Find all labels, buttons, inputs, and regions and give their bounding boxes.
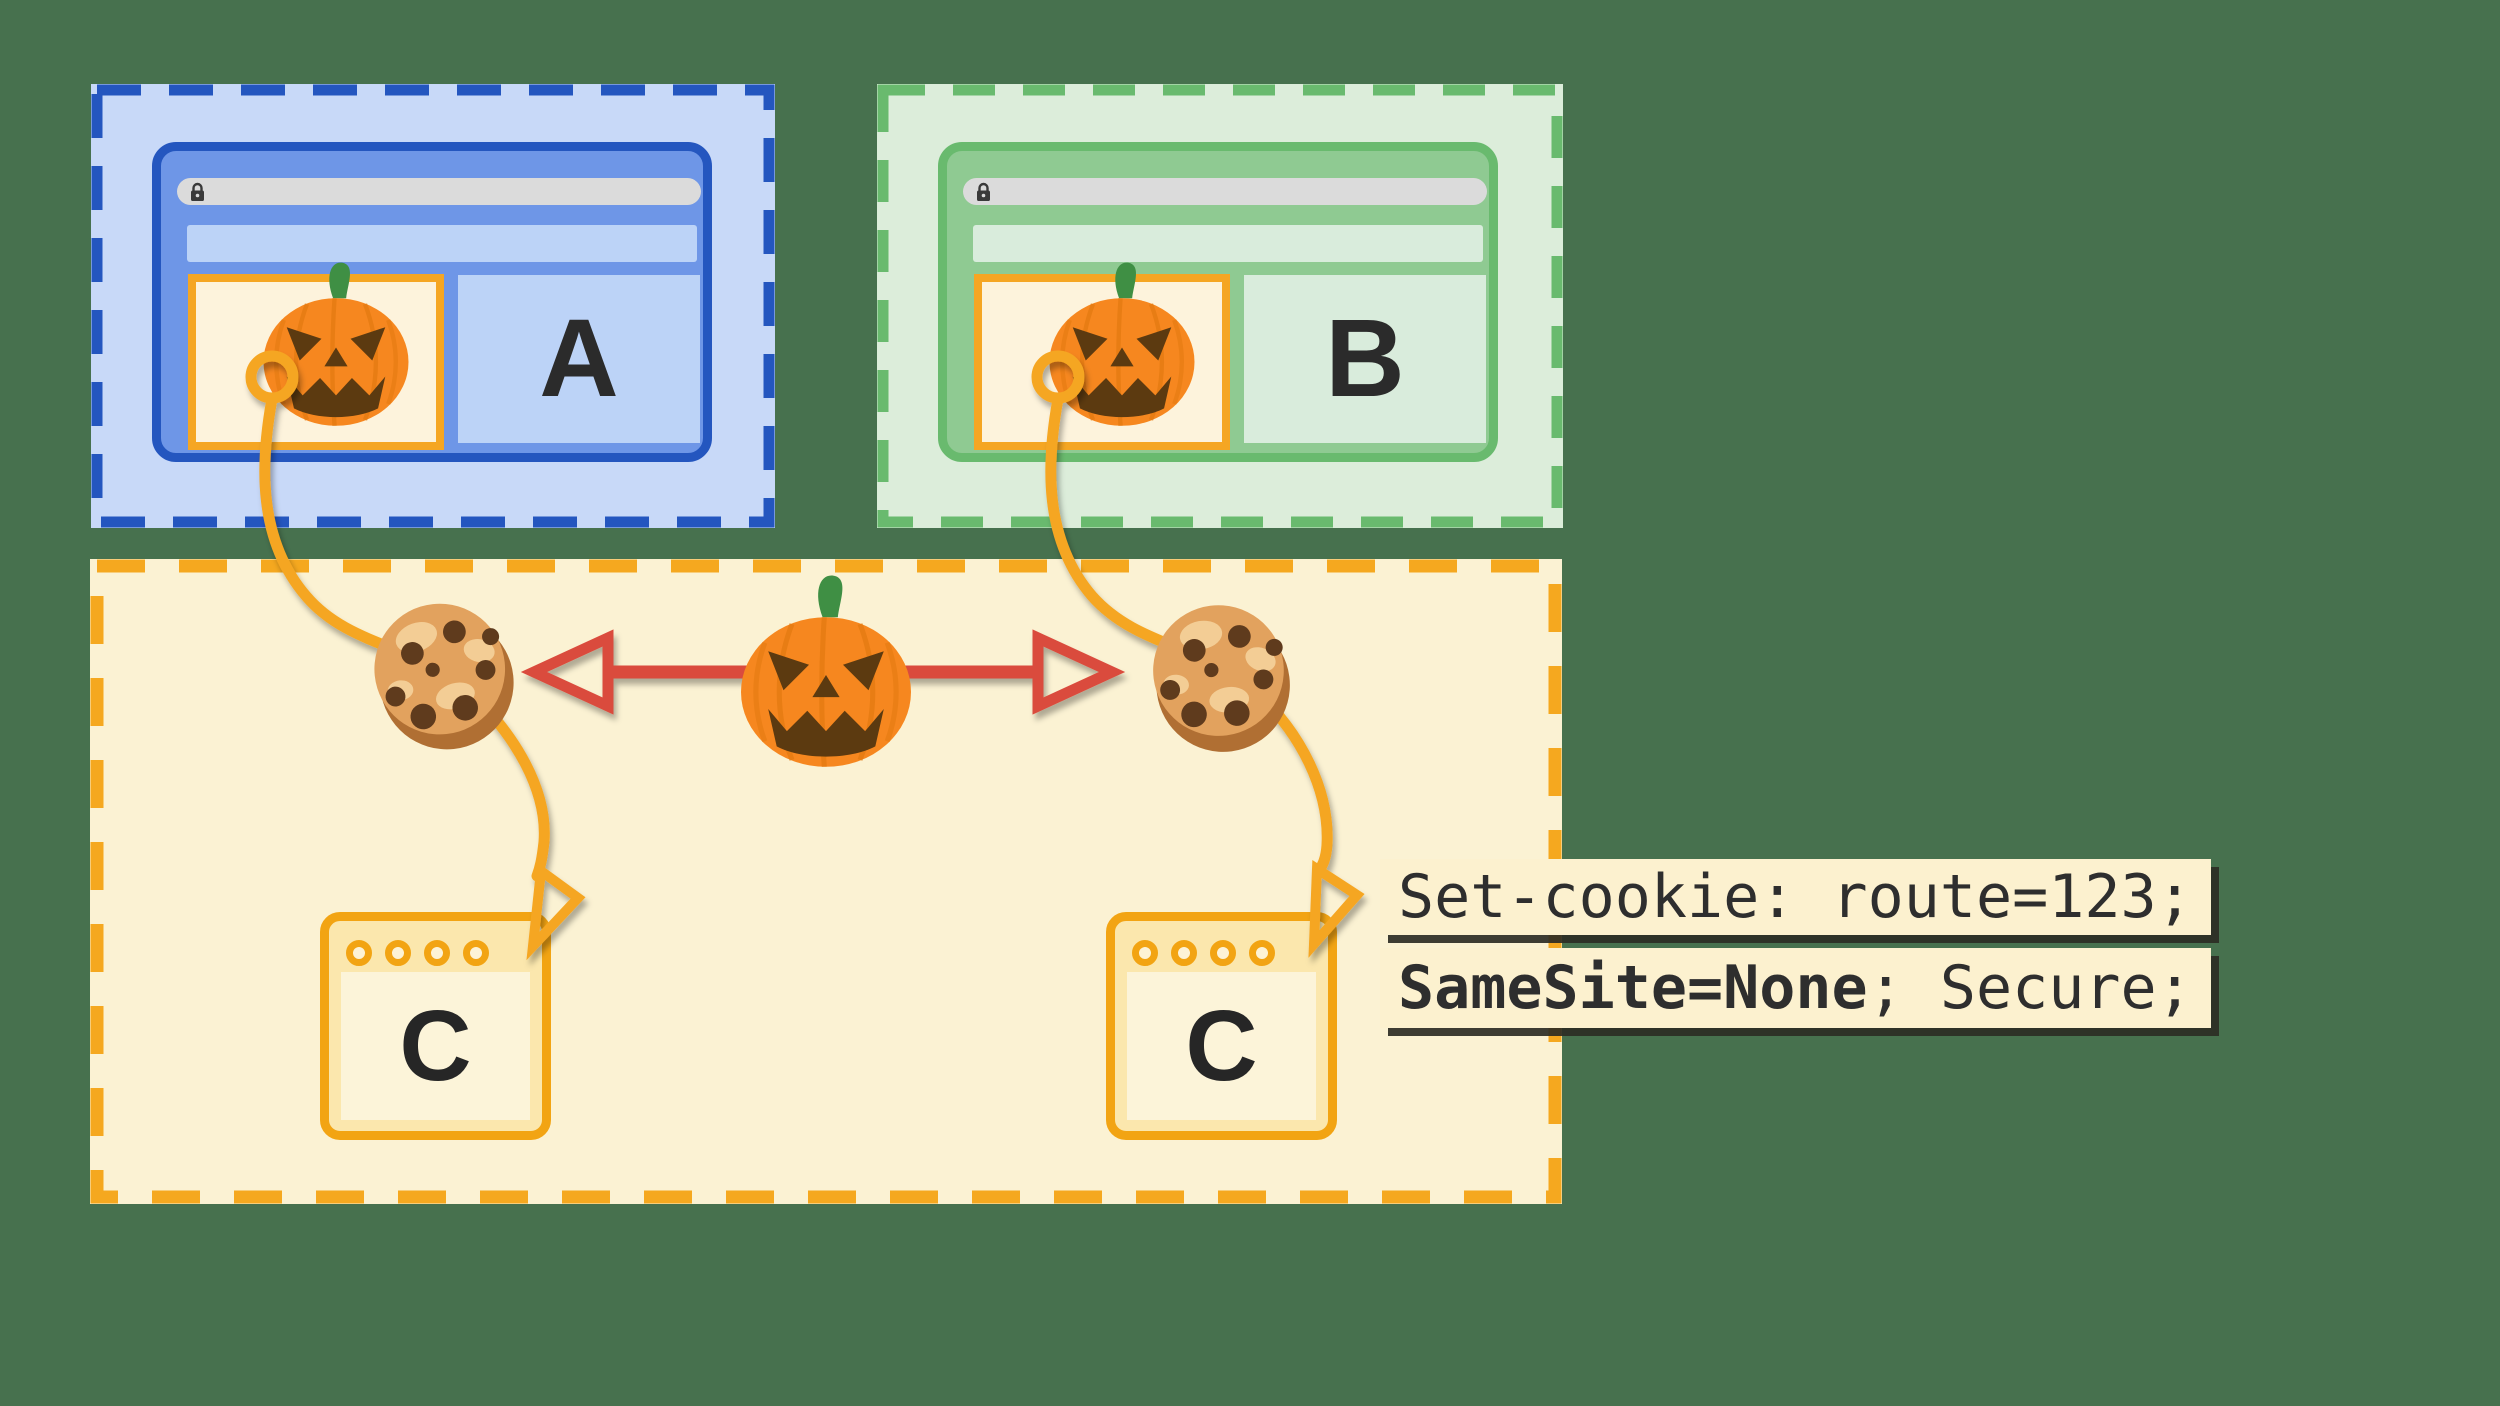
window-control-dot [1210,940,1236,966]
window-control-dot [1249,940,1275,966]
site-b-label: B [1325,297,1405,420]
site-b-dashed-border [877,84,1563,528]
set-cookie-annotation-line2: SameSite=None; Secure; [1380,948,2211,1028]
samesite-none-text: SameSite=None [1398,953,1868,1023]
set-cookie-text: Set-cookie: route=123; [1398,862,2193,932]
browser-window-b: B [938,142,1498,462]
site-b-content: B [1244,275,1486,443]
window-control-dot [385,940,411,966]
c-window-right: C [1106,912,1337,1140]
secure-text: ; Secure; [1867,953,2193,1023]
address-bar-a [177,178,701,205]
c-window-left-panel: C [341,972,530,1120]
lock-icon [191,182,204,201]
third-party-context [90,559,1562,1204]
site-a-label: A [539,297,619,420]
toolbar-b [973,225,1483,262]
c-window-right-label: C [1185,990,1258,1102]
window-control-dot [424,940,450,966]
window-controls [346,940,489,966]
window-control-dot [1171,940,1197,966]
address-bar-b [963,178,1487,205]
lock-icon [977,182,990,201]
window-control-dot [1132,940,1158,966]
c-window-left: C [320,912,551,1140]
window-control-dot [463,940,489,966]
embedded-frame-a [188,274,444,450]
toolbar-a [187,225,697,262]
c-window-right-panel: C [1127,972,1316,1120]
set-cookie-annotation-line1: Set-cookie: route=123; [1380,859,2211,935]
c-window-left-label: C [399,990,472,1102]
third-party-dashed-border [90,559,1562,1204]
window-controls [1132,940,1275,966]
window-control-dot [346,940,372,966]
embedded-frame-b [974,274,1230,450]
browser-window-a: A [152,142,712,462]
site-a-content: A [458,275,700,443]
